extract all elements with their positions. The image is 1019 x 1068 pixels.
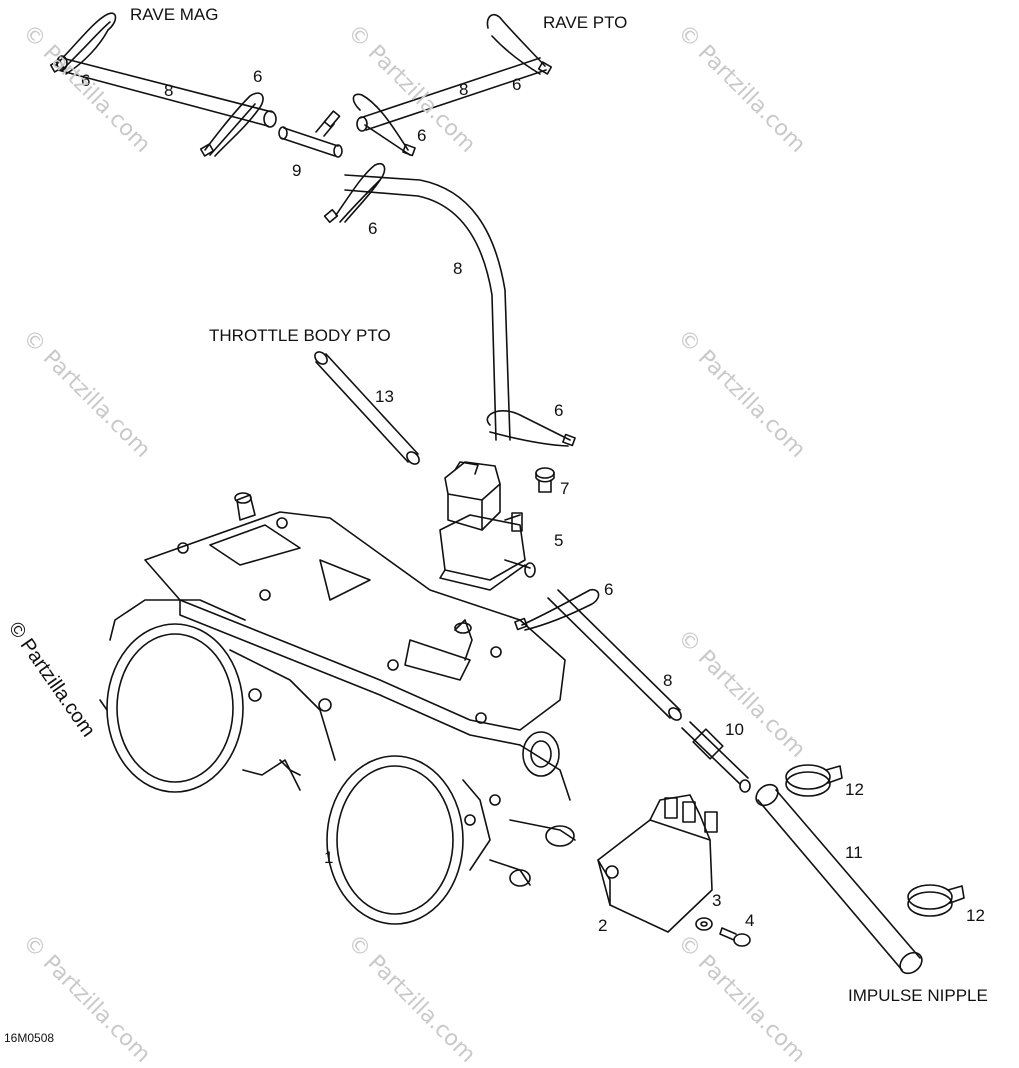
part-num-5: 5 <box>554 531 564 550</box>
label-throttle-body-pto: THROTTLE BODY PTO <box>209 326 391 345</box>
part-num-8: 8 <box>453 259 463 278</box>
hose-main <box>344 174 511 441</box>
solenoid-valve <box>439 461 536 591</box>
check-valve <box>681 721 751 793</box>
part-num-12: 12 <box>966 906 985 925</box>
throttle-body <box>99 492 576 925</box>
screw-4 <box>719 927 751 947</box>
throttle-position-sensor <box>597 794 718 933</box>
clamp-main-top <box>323 162 386 224</box>
part-num-6: 6 <box>554 401 564 420</box>
label-impulse-nipple: IMPULSE NIPPLE <box>848 986 988 1005</box>
clamp-lower <box>514 588 600 631</box>
clamp-rave-mag-left <box>49 12 117 75</box>
part-num-4: 4 <box>745 911 755 930</box>
part-num-1: 1 <box>324 848 334 867</box>
hose-lower <box>547 589 682 721</box>
screw-7 <box>535 467 555 493</box>
part-num-6: 6 <box>368 219 378 238</box>
part-num-6: 6 <box>512 75 522 94</box>
part-num-8: 8 <box>663 671 673 690</box>
part-num-8: 8 <box>164 81 174 100</box>
clamp-rave-pto-right <box>486 13 553 75</box>
part-num-7: 7 <box>560 479 570 498</box>
clamp-main-bottom <box>486 410 576 447</box>
clamp-rave-pto-left <box>352 93 416 157</box>
part-num-6: 6 <box>81 71 91 90</box>
washer-3 <box>695 917 713 931</box>
hose-impulse <box>755 783 923 975</box>
part-num-9: 9 <box>292 161 302 180</box>
part-num-2: 2 <box>598 916 608 935</box>
part-num-11: 11 <box>845 843 863 862</box>
exploded-parts-diagram <box>49 12 965 975</box>
label-rave-pto: RAVE PTO <box>543 13 628 32</box>
part-num-13: 13 <box>375 387 394 406</box>
part-num-6: 6 <box>253 67 263 86</box>
label-rave-mag: RAVE MAG <box>130 5 219 24</box>
diagram-code: 16M0508 <box>4 1031 55 1045</box>
part-num-12: 12 <box>845 780 864 799</box>
clamp-12-bottom <box>907 884 965 917</box>
part-num-6: 6 <box>604 580 614 599</box>
hose-throttle-body-pto <box>314 351 420 465</box>
part-num-6: 6 <box>417 126 427 145</box>
clamp-12-top <box>785 764 843 797</box>
hose-rave-pto <box>356 57 547 132</box>
part-num-3: 3 <box>712 891 722 910</box>
clamp-rave-mag-right <box>199 92 264 157</box>
part-num-8: 8 <box>459 80 469 99</box>
t-fitting <box>278 110 343 158</box>
part-num-10: 10 <box>725 720 744 739</box>
